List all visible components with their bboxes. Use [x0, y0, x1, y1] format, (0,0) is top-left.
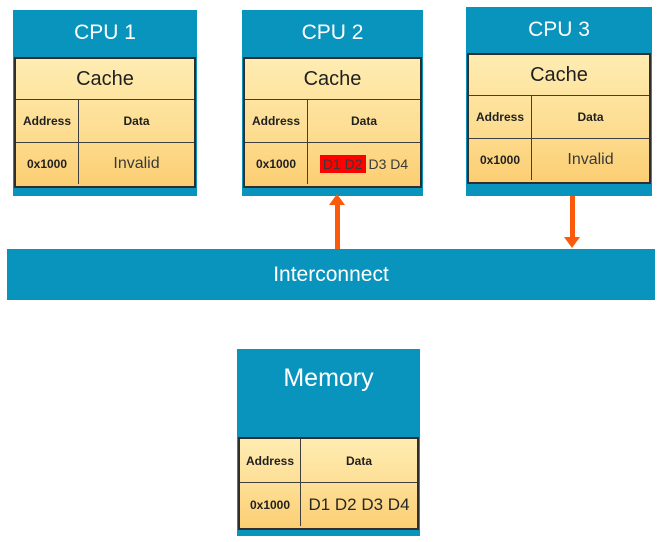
- cpu1-address-value: 0x1000: [16, 143, 79, 184]
- cpu2-cache-table: Cache Address Data 0x1000 D1 D2 D3 D4: [243, 57, 422, 188]
- cpu1-cache-table: Cache Address Data 0x1000 Invalid: [14, 57, 196, 188]
- memory-table-data-row: 0x1000 D1 D2 D3 D4: [240, 483, 417, 526]
- memory-data-value: D1 D2 D3 D4: [308, 494, 410, 514]
- cpu1-data-value: Invalid: [113, 154, 160, 172]
- memory-address-header: Address: [240, 439, 301, 482]
- cpu3-address-value: 0x1000: [469, 139, 532, 180]
- cpu1-table-header-row: Address Data: [16, 100, 194, 143]
- memory-table: Address Data 0x1000 D1 D2 D3 D4: [238, 437, 419, 530]
- cpu2-data-cell: D1 D2 D3 D4: [308, 143, 420, 184]
- cpu2-cache-label: Cache: [245, 59, 420, 100]
- cpu1-address-header: Address: [16, 100, 79, 142]
- arrow-down-head: [564, 237, 580, 248]
- cpu1-data-header: Data: [123, 114, 150, 128]
- cpu3-table-data-row: 0x1000 Invalid: [469, 139, 649, 180]
- cpu3-block: CPU 3 Cache Address Data 0x1000 Invalid: [466, 7, 652, 196]
- cpu2-data-highlighted: D1 D2: [319, 154, 366, 173]
- cpu3-address-header: Address: [469, 96, 532, 138]
- cpu3-data-cell: Invalid: [532, 139, 649, 180]
- cpu2-address-header: Address: [245, 100, 308, 142]
- cpu2-title: CPU 2: [301, 21, 364, 44]
- cpu1-table-data-row: 0x1000 Invalid: [16, 143, 194, 184]
- arrow-up-icon: [329, 194, 345, 249]
- cpu2-table-data-row: 0x1000 D1 D2 D3 D4: [245, 143, 420, 184]
- memory-table-header-row: Address Data: [240, 439, 417, 483]
- arrow-up-head: [329, 194, 345, 205]
- memory-data-header: Data: [345, 453, 372, 468]
- cpu2-address-value: 0x1000: [245, 143, 308, 184]
- cpu3-cache-label: Cache: [469, 55, 649, 96]
- cpu2-data-header: Data: [350, 114, 377, 128]
- cpu1-title: CPU 1: [74, 21, 136, 44]
- arrow-down-shaft: [569, 196, 575, 237]
- cpu1-block: CPU 1 Cache Address Data 0x1000 Invalid: [13, 10, 197, 196]
- cpu2-block: CPU 2 Cache Address Data 0x1000 D1 D2 D3…: [242, 10, 423, 196]
- cpu3-title: CPU 3: [528, 18, 590, 41]
- cpu3-data-header: Data: [577, 110, 604, 124]
- cpu2-data-value: D3 D4: [368, 155, 409, 172]
- cpu3-cache-table: Cache Address Data 0x1000 Invalid: [467, 53, 651, 184]
- cpu3-data-value: Invalid: [567, 150, 614, 168]
- cpu2-table-header-row: Address Data: [245, 100, 420, 143]
- cpu1-cache-label: Cache: [16, 59, 194, 100]
- cpu3-table-header-row: Address Data: [469, 96, 649, 139]
- arrow-down-icon: [564, 196, 580, 248]
- memory-block: Memory Address Data 0x1000 D1 D2 D3 D4: [237, 349, 420, 536]
- memory-title: Memory: [283, 363, 374, 392]
- arrow-up-shaft: [334, 205, 340, 249]
- cpu1-data-cell: Invalid: [79, 143, 194, 184]
- memory-address-value: 0x1000: [240, 483, 301, 526]
- interconnect-bar: Interconnect: [7, 249, 655, 300]
